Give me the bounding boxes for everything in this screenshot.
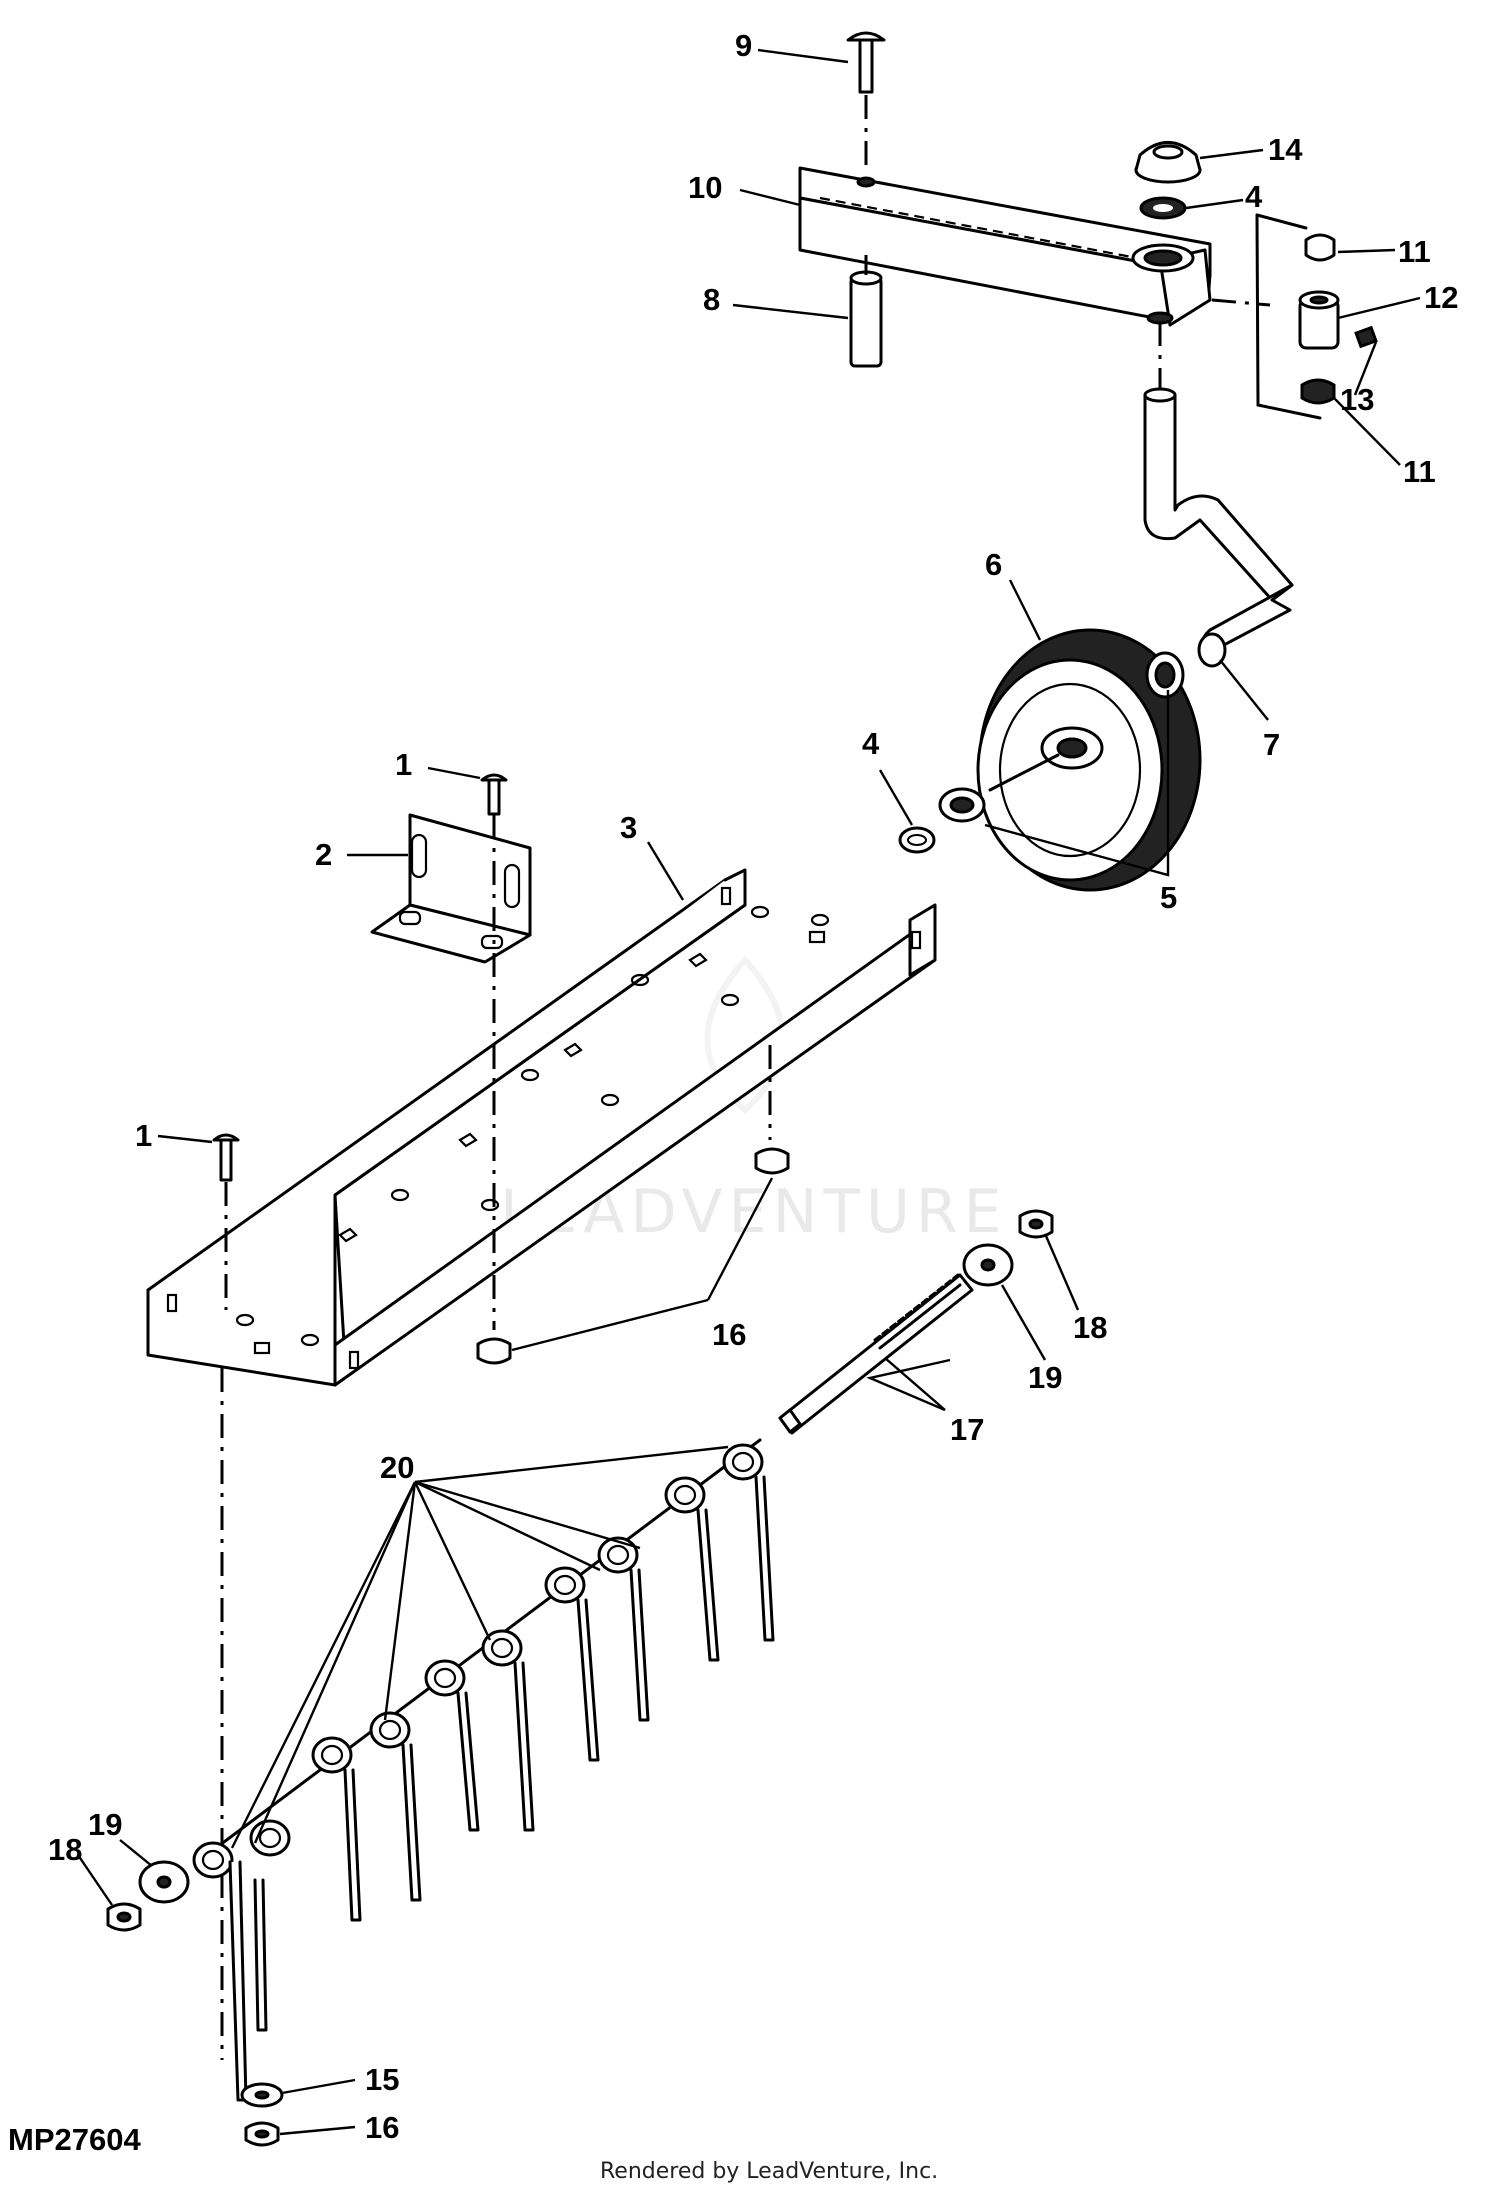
callout-19-left: 19 [88, 1807, 122, 1842]
callout-10: 10 [688, 170, 722, 205]
pivot-bottom-ring [1146, 311, 1174, 325]
part-16-nut-bottom [244, 2121, 280, 2147]
part-1-bolt-upper [480, 773, 508, 816]
part-19-washer-left [138, 1860, 190, 1904]
callout-17: 17 [950, 1412, 984, 1447]
part-10-pivot-arm [798, 166, 1212, 327]
part-4-snap-ring [898, 826, 936, 854]
part-11-nut-bottom [1300, 378, 1336, 405]
callout-1-lower: 1 [135, 1118, 152, 1153]
part-16-nut-channel-right [754, 1147, 790, 1175]
callout-8: 8 [703, 282, 720, 317]
callout-11-top: 11 [1398, 234, 1431, 269]
part-12-collar [1298, 290, 1340, 350]
callout-15: 15 [365, 2062, 399, 2097]
callout-1-upper: 1 [395, 747, 412, 782]
alignment-line-arm-collar [1211, 298, 1271, 307]
part-18-nut-left [106, 1902, 142, 1932]
part-9-bolt [846, 31, 886, 94]
callout-7: 7 [1263, 727, 1280, 762]
callout-3: 3 [620, 810, 637, 845]
part-20-spring-tines [192, 1408, 802, 2102]
callout-9: 9 [735, 28, 752, 63]
callout-4-wheel: 4 [862, 726, 880, 761]
part-14-dust-cap [1134, 141, 1202, 184]
part-16-nut-channel-left [476, 1337, 512, 1365]
callout-5: 5 [1160, 880, 1177, 915]
callout-labels: 9 10 8 14 4 11 12 13 11 6 7 4 5 1 2 3 1 … [48, 28, 1458, 2145]
part-2-bracket [370, 813, 532, 964]
callout-20: 20 [380, 1450, 414, 1485]
callout-16-channel: 16 [712, 1317, 746, 1352]
callout-2: 2 [315, 837, 332, 872]
callout-4-top: 4 [1245, 179, 1263, 214]
part-19-washer-right [962, 1243, 1014, 1287]
part-18-nut-right [1018, 1209, 1054, 1239]
part-5-bearing-right [1145, 651, 1185, 699]
callout-6: 6 [985, 547, 1002, 582]
bracket-line-11-top [1255, 213, 1308, 230]
callout-14: 14 [1268, 132, 1303, 167]
part-1-bolt-lower [212, 1133, 240, 1182]
callout-16-bottom: 16 [365, 2110, 399, 2145]
callout-11-bottom: 11 [1403, 454, 1436, 489]
callout-18-left: 18 [48, 1832, 82, 1867]
diagram-code: MP27604 [8, 2122, 141, 2157]
part-3-channel [146, 868, 937, 1387]
callout-18-right: 18 [1073, 1310, 1107, 1345]
callout-19-right: 19 [1028, 1360, 1062, 1395]
part-5-bearing-left [938, 787, 986, 823]
part-4-bearing-top [1139, 196, 1187, 220]
part-15-washer [240, 2082, 284, 2108]
part-7-caster-fork [1143, 387, 1294, 668]
part-11-nut-top [1304, 233, 1336, 262]
pivot-collar [1131, 243, 1195, 273]
leader-lines [77, 48, 1421, 2136]
callout-12: 12 [1424, 280, 1458, 315]
bracket-line-11 [1255, 213, 1322, 420]
callout-13: 13 [1340, 382, 1374, 417]
part-6-wheel [976, 628, 1202, 892]
part-8-pin [849, 270, 883, 368]
footer-credit: Rendered by LeadVenture, Inc. [600, 2159, 938, 2184]
part-13-set-screw [1354, 325, 1378, 349]
watermark-flame-icon [704, 955, 786, 1115]
